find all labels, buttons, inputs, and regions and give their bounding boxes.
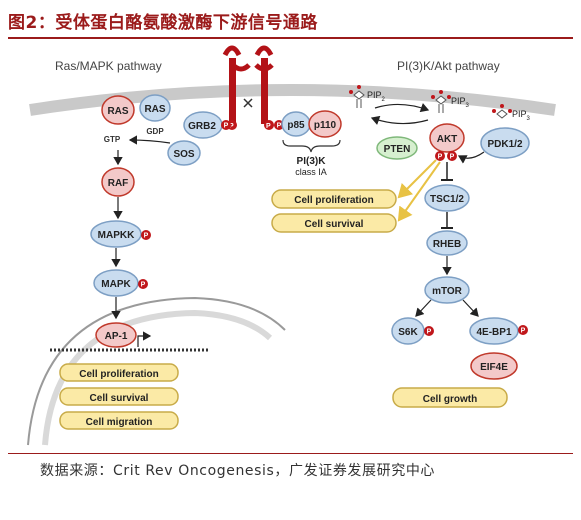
mapkk-phospho <box>141 230 151 240</box>
phospho-label: P <box>427 329 432 336</box>
pdk-to-akt-arrow <box>457 151 485 164</box>
phospho-label: P <box>144 233 149 240</box>
cell-membrane <box>29 84 556 116</box>
4ebp1-label: 4E-BP1 <box>476 327 511 338</box>
akt-to-proliferation-arrow <box>397 159 437 199</box>
phospho-label: P <box>521 328 526 335</box>
p110-node <box>308 110 342 138</box>
nucleus-inner <box>42 309 273 446</box>
gdp-label: GDP <box>146 127 164 136</box>
mapk-label: MAPK <box>101 279 131 290</box>
title-divider <box>8 37 573 39</box>
tsc12-label: TSC1/2 <box>430 194 464 205</box>
outcome-cell-proliferation-mid-label: Cell proliferation <box>294 195 373 206</box>
sos-node <box>167 140 201 166</box>
akt-node <box>429 123 465 153</box>
outcome-cell-proliferation-lower-label: Cell proliferation <box>79 369 158 380</box>
mtor-label: mTOR <box>432 286 463 297</box>
raf-node <box>101 167 135 197</box>
ras-inactive-label: RAS <box>144 104 165 115</box>
pi3k-bracket <box>282 139 341 153</box>
mapk-node <box>93 269 139 297</box>
raf-label: RAF <box>108 178 129 189</box>
ras-inactive-node <box>139 94 171 122</box>
p85-label: p85 <box>287 120 305 131</box>
mapk-phospho <box>138 279 148 289</box>
4ebp1-node <box>469 317 519 345</box>
phospho-label: P <box>277 123 282 130</box>
p110-label: p110 <box>314 120 337 131</box>
akt-label: AKT <box>437 134 458 145</box>
pip3-lipid-icon <box>431 90 451 113</box>
akt-to-survival-arrow <box>397 161 441 222</box>
figure-title: 图2：受体蛋白酪氨酸激酶下游信号通路 <box>8 13 318 33</box>
nucleus-envelope <box>27 296 286 446</box>
pip2-to-pip3-arrow <box>374 103 430 113</box>
akt-phospho-1 <box>435 151 445 161</box>
gdp-gtp-arrow <box>128 135 171 145</box>
mtor-node <box>424 276 470 304</box>
arrow-mtor-4ebp1 <box>462 299 479 317</box>
ap1-node <box>95 322 137 348</box>
pi3k-akt-pathway-label: PI(3)K/Akt pathway <box>397 59 500 73</box>
outcome-cell-proliferation-mid <box>271 189 397 209</box>
phospho-label: P <box>450 154 455 161</box>
mapkk-label: MAPKK <box>98 230 135 241</box>
phospho-label: P <box>141 282 146 289</box>
svg-text:P: P <box>266 123 271 130</box>
s6k-phospho <box>424 326 434 336</box>
outcome-cell-survival-lower <box>59 387 179 406</box>
ras-active-node <box>101 95 135 125</box>
ras-mapk-pathway-label: Ras/MAPK pathway <box>55 59 162 73</box>
outcome-cell-survival-mid <box>271 213 397 233</box>
svg-text:P: P <box>229 123 234 130</box>
pi3k-class-label: class IA <box>295 167 327 177</box>
grb2-phospho <box>221 120 231 130</box>
mapkk-node <box>90 220 142 248</box>
outcome-cell-migration-lower-label: Cell migration <box>86 417 153 428</box>
ras-active-label: RAS <box>107 106 128 117</box>
ap1-label: AP-1 <box>105 331 128 342</box>
sos-label: SOS <box>173 149 194 160</box>
pip3-lipid-icon-b <box>492 104 512 119</box>
pdk12-label: PDK1/2 <box>487 139 522 150</box>
pten-label: PTEN <box>384 144 411 155</box>
eif4e-node <box>470 352 518 380</box>
outcome-cell-growth <box>392 387 508 408</box>
arrow-mtor-s6k <box>415 299 432 317</box>
gtp-label: GTP <box>104 135 121 144</box>
outcome-cell-migration-lower <box>59 411 179 430</box>
4ebp1-phospho <box>518 325 528 335</box>
rheb-label: RHEB <box>433 239 461 250</box>
pip3-to-pip2-arrow <box>370 115 429 125</box>
rheb-node <box>426 230 468 256</box>
source-note: 数据来源：Crit Rev Oncogenesis，广发证券发展研究中心 <box>40 463 436 479</box>
pten-node <box>376 136 418 160</box>
pi3k-label: PI(3)K <box>297 156 327 167</box>
pip2-label: PIP2 <box>367 90 386 103</box>
s6k-label: S6K <box>398 327 418 338</box>
grb2-label: GRB2 <box>188 121 216 132</box>
outcome-cell-growth-label: Cell growth <box>423 394 477 405</box>
pip3-label-a: PIP3 <box>451 96 470 109</box>
transcription-start-arrow <box>137 331 152 347</box>
outcome-cell-survival-mid-label: Cell survival <box>305 219 364 230</box>
footer-divider <box>8 453 573 454</box>
pip3-label-b: PIP3 <box>512 109 531 122</box>
phospho-label: P <box>224 123 229 130</box>
outcome-cell-proliferation-lower <box>59 363 179 382</box>
tsc12-node <box>424 184 470 212</box>
eif4e-label: EIF4E <box>480 362 508 373</box>
outcome-cell-survival-lower-label: Cell survival <box>90 393 149 404</box>
phospho-label: P <box>438 154 443 161</box>
akt-phospho-2 <box>447 151 457 161</box>
pip2-lipid-icon <box>349 85 365 108</box>
pdk12-node <box>480 127 530 159</box>
